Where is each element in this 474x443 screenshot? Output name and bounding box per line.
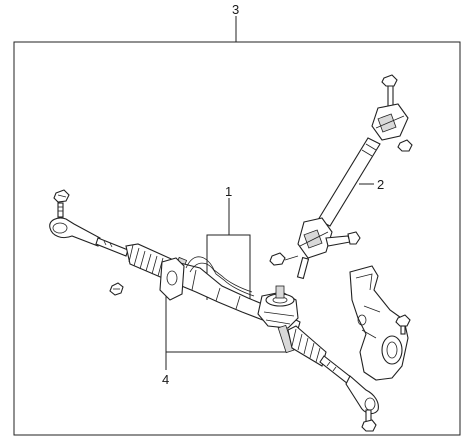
hydraulic-line [185, 256, 253, 293]
right-bellows-boot [287, 325, 327, 367]
right-tie-rod-shaft [319, 355, 353, 385]
callout-3-label: 3 [232, 2, 239, 17]
left-tie-rod-stud [57, 202, 64, 218]
callout-2-label: 2 [377, 177, 384, 192]
lower-pinch-bolt [325, 235, 351, 247]
right-tie-rod-eye [345, 375, 379, 415]
callout-1-label: 1 [225, 184, 232, 199]
steering-column-shaft [269, 74, 413, 280]
right-tie-rod-nut [361, 419, 377, 432]
intermediate-shaft [317, 137, 381, 227]
callout-1-bracket [206, 234, 251, 300]
rack-housing [159, 256, 301, 354]
steering-knuckle [349, 265, 411, 381]
assembly-frame [13, 41, 461, 436]
right-tie-rod-end [319, 355, 379, 432]
left-mount-bracket [159, 257, 185, 301]
left-tie-rod-end [49, 189, 129, 257]
callout-4-label: 4 [162, 372, 169, 387]
left-tie-rod-eye [49, 217, 101, 247]
left-mount-bolt [109, 282, 124, 296]
lower-pinch-nut [269, 252, 286, 266]
